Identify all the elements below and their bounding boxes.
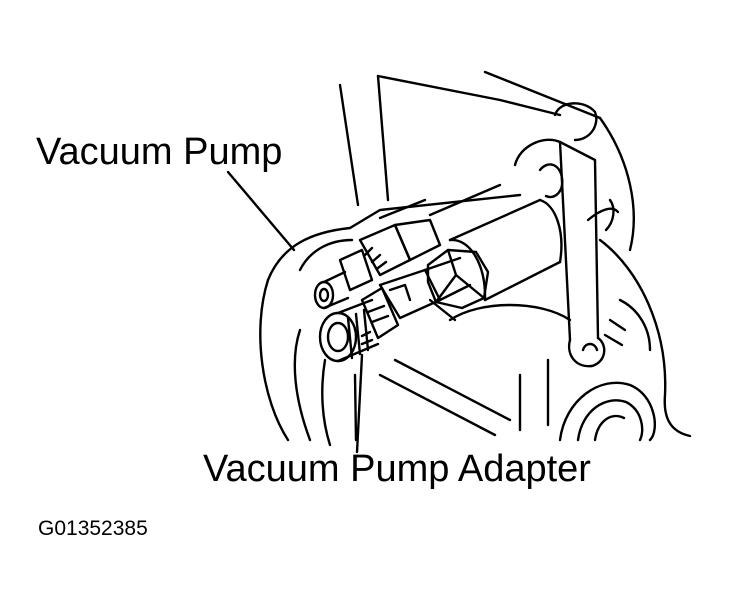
vacuum-pump-adapter-label: Vacuum Pump Adapter <box>203 448 591 490</box>
engine-housing <box>259 70 692 447</box>
adapter-fitting <box>360 256 472 340</box>
vacuum-pump-label: Vacuum Pump <box>36 131 283 173</box>
figure-code: G01352385 <box>38 517 148 540</box>
pump-cylinder <box>378 183 563 302</box>
pump-leader-line <box>226 170 296 252</box>
adapter-leader-line <box>355 353 364 454</box>
threaded-nozzle <box>318 298 380 363</box>
small-nozzle <box>313 270 350 310</box>
housing-port <box>558 381 657 442</box>
mounting-bracket <box>513 102 606 368</box>
upper-fitting <box>338 218 442 292</box>
